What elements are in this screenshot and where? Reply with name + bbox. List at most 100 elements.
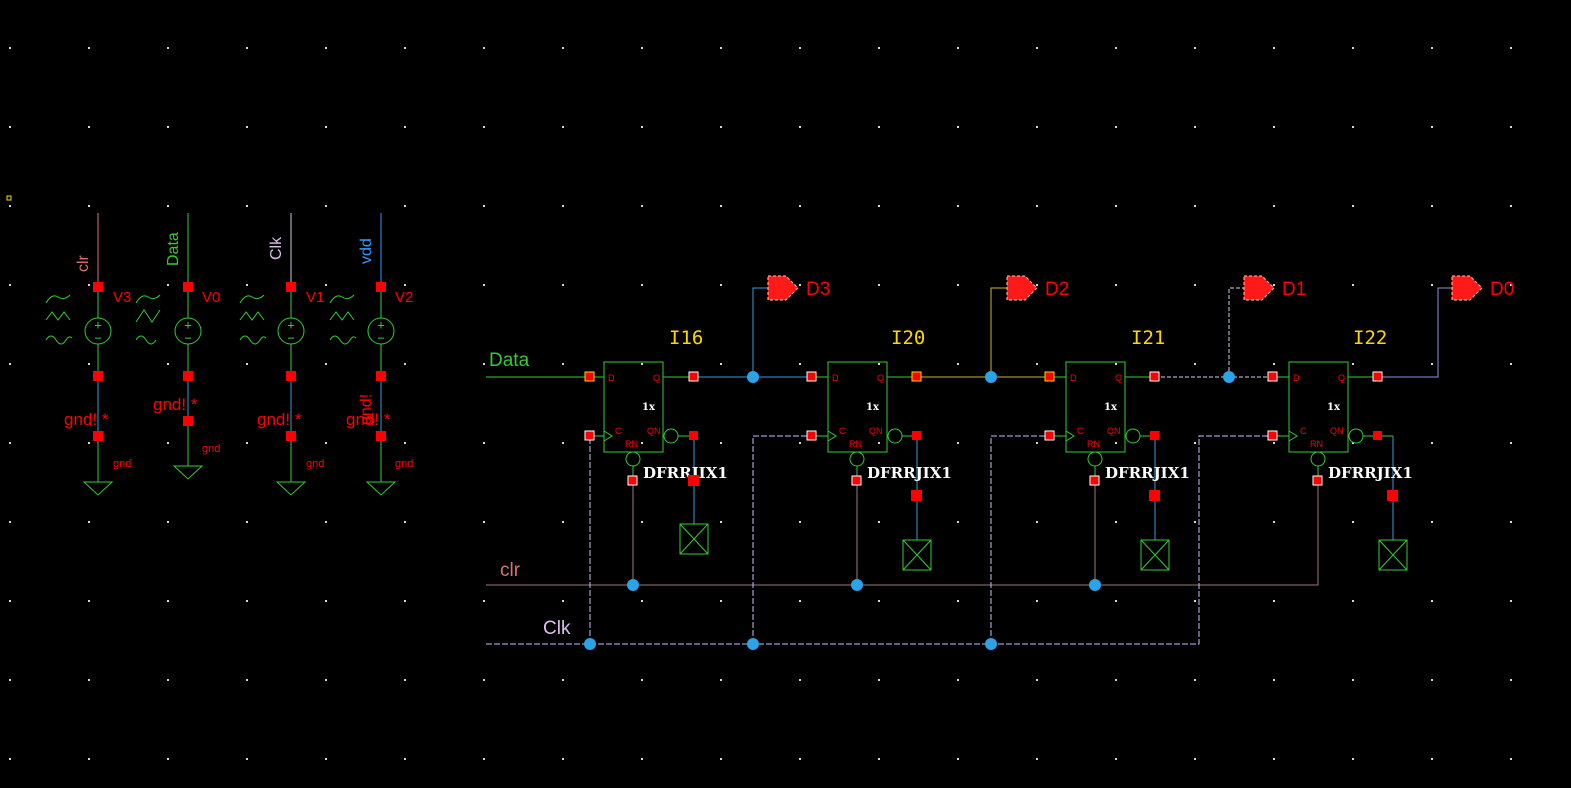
- grid-dot: [1036, 600, 1038, 602]
- voltage-source-v1[interactable]: + − Clk V1 gnd! * gnd: [239, 213, 324, 496]
- grid-dot: [483, 600, 485, 602]
- grid-dot: [9, 284, 11, 286]
- data-wire-label: Data: [489, 350, 530, 371]
- output-pin-label: D1: [1282, 279, 1306, 300]
- grid-dot: [1510, 600, 1512, 602]
- grid-dot: [1510, 363, 1512, 365]
- flop-instance-label: I16: [669, 327, 703, 349]
- grid-dot: [799, 284, 801, 286]
- grid-dot: [246, 758, 248, 760]
- flip-flop-i22[interactable]: D Q C RN QN 1x I22 DFRRJIX1: [1267, 327, 1413, 571]
- grid-dot: [1194, 205, 1196, 207]
- grid-dot: [1510, 284, 1512, 286]
- grid-dot: [1273, 126, 1275, 128]
- grid-dot: [246, 284, 248, 286]
- grid-dot: [641, 679, 643, 681]
- grid-dot: [562, 442, 564, 444]
- grid-dot: [404, 284, 406, 286]
- grid-dot: [1273, 679, 1275, 681]
- svg-text:1x: 1x: [1327, 402, 1341, 413]
- gnd-label: gnd! *: [64, 410, 109, 429]
- svg-text:D: D: [832, 373, 839, 383]
- grid-dot: [483, 521, 485, 523]
- grid-dot: [325, 442, 327, 444]
- grid-dot: [246, 679, 248, 681]
- grid-dot: [1194, 679, 1196, 681]
- flop-instance-label: I21: [1131, 327, 1165, 349]
- flip-flop-i21[interactable]: D Q C RN QN 1x I21 DFRRJIX1: [1044, 327, 1190, 571]
- voltage-source-v0[interactable]: + − Data V0 gnd! * gnd: [135, 213, 220, 480]
- output-pin-label: D0: [1490, 279, 1514, 300]
- grid-dot: [325, 758, 327, 760]
- grid-dot: [1352, 600, 1354, 602]
- grid-dot: [1431, 47, 1433, 49]
- svg-text:1x: 1x: [866, 402, 880, 413]
- grid-dot: [641, 600, 643, 602]
- grid-dot: [957, 600, 959, 602]
- grid-dot: [404, 758, 406, 760]
- grid-dot: [1036, 126, 1038, 128]
- grid-dot: [88, 758, 90, 760]
- grid-dot: [1352, 758, 1354, 760]
- clr-bus: [486, 481, 1319, 586]
- output-pin-label: D2: [1045, 279, 1069, 300]
- grid-dot: [246, 442, 248, 444]
- output-pin-d2[interactable]: D2: [1006, 275, 1069, 301]
- grid-dot: [799, 521, 801, 523]
- output-pin-d1[interactable]: D1: [1243, 275, 1306, 301]
- grid-dot: [483, 284, 485, 286]
- grid-dot: [1352, 126, 1354, 128]
- voltage-source-v2[interactable]: + − vdd V2 gnd! * gnd! gnd: [329, 213, 413, 496]
- grid-dot: [88, 205, 90, 207]
- grid-dot: [562, 205, 564, 207]
- grid-dot: [1273, 205, 1275, 207]
- grid-dot: [799, 679, 801, 681]
- grid-dot: [878, 758, 880, 760]
- grid-dot: [1510, 442, 1512, 444]
- grid-dot: [404, 679, 406, 681]
- flop-cell-label: DFRRJIX1: [1328, 464, 1413, 482]
- grid-dot: [1510, 47, 1512, 49]
- grid-dot: [404, 126, 406, 128]
- grid-dot: [167, 284, 169, 286]
- grid-dot: [9, 758, 11, 760]
- svg-text:QN: QN: [1107, 426, 1121, 436]
- grid-dot: [1431, 600, 1433, 602]
- grid-dot: [404, 442, 406, 444]
- grid-dot: [404, 363, 406, 365]
- svg-text:QN: QN: [869, 426, 883, 436]
- grid-dot: [1036, 521, 1038, 523]
- flip-flop-i20[interactable]: D Q C RN QN 1x I20 DFRRJIX1: [806, 327, 952, 571]
- grid-dot: [878, 126, 880, 128]
- output-pin-d0[interactable]: D0: [1451, 275, 1514, 301]
- source-net-label: Clk: [268, 236, 285, 260]
- grid-dot: [878, 205, 880, 207]
- grid-dot: [562, 679, 564, 681]
- grid-dot: [1431, 205, 1433, 207]
- grid-dot: [1352, 284, 1354, 286]
- grid-dot: [483, 758, 485, 760]
- grid-dot: [1115, 205, 1117, 207]
- grid-dot: [1273, 521, 1275, 523]
- grid-dot: [1115, 758, 1117, 760]
- grid-dot: [878, 442, 880, 444]
- svg-text:QN: QN: [1330, 426, 1344, 436]
- grid-dot: [1115, 363, 1117, 365]
- grid-dot: [88, 600, 90, 602]
- grid-dot: [1115, 47, 1117, 49]
- svg-text:RN: RN: [849, 439, 862, 449]
- output-pin-d3[interactable]: D3: [767, 275, 830, 301]
- svg-text:RN: RN: [1087, 439, 1100, 449]
- output-pin-label: D3: [806, 279, 830, 300]
- grid-dot: [88, 363, 90, 365]
- grid-dot: [167, 600, 169, 602]
- voltage-source-v3[interactable]: + − clr V3 gnd! * gnd: [45, 213, 131, 496]
- grid-dot: [9, 442, 11, 444]
- grid-dot: [878, 363, 880, 365]
- flip-flop-i16[interactable]: D Q C RN QN 1x I16 DFRRJIX1: [584, 327, 728, 555]
- flop-cell-label: DFRRJIX1: [867, 464, 952, 482]
- grid-dot: [9, 363, 11, 365]
- clk-wire-label: Clk: [543, 618, 571, 639]
